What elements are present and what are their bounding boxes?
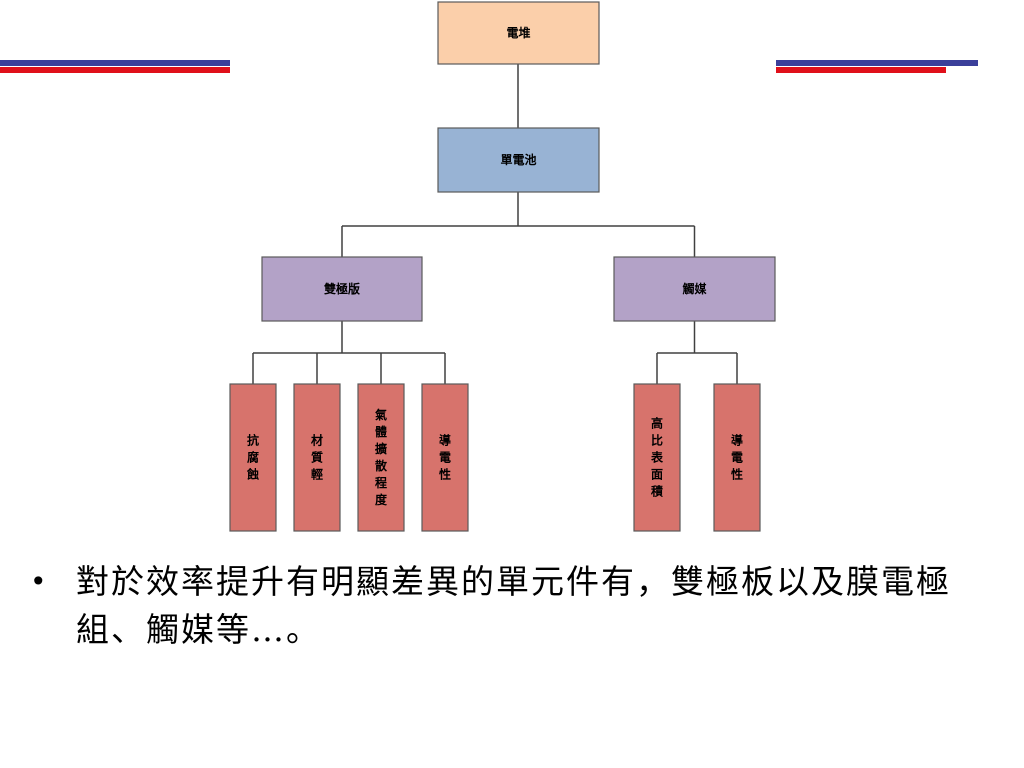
- node-leaf-0-1: 材質輕: [293, 383, 341, 532]
- node-leaf-1-0-label: 高比表面積: [650, 416, 664, 499]
- node-leaf-0-2: 氣體擴散程度: [357, 383, 405, 532]
- node-leaf-0-3: 導電性: [421, 383, 469, 532]
- node-leaf-0-3-label: 導電性: [438, 433, 451, 482]
- node-leaf-1-1: 導電性: [713, 383, 761, 532]
- node-leaf-0-2-label: 氣體擴散程度: [375, 407, 388, 507]
- node-leaf-0-1-box: [293, 383, 341, 532]
- node-leaf-1-1-box: [713, 383, 761, 532]
- node-level2-1: 觸媒: [613, 256, 776, 322]
- node-leaf-0-2-box: [357, 383, 405, 532]
- right-blue-bar: [776, 60, 978, 66]
- bullet-marker: •: [30, 565, 49, 598]
- node-root: 電堆: [437, 1, 600, 65]
- connector-lines: [252, 64, 738, 384]
- node-root-box: [437, 1, 600, 65]
- node-level2-1-box: [613, 256, 776, 322]
- node-level1-label: 單電池: [500, 152, 536, 167]
- right-red-bar: [776, 67, 946, 73]
- node-leaf-1-1-label: 導電性: [730, 433, 743, 482]
- bullet-text: 對於效率提升有明顯差異的單元件有，雙極板以及膜電極組、觸媒等…。: [76, 562, 951, 649]
- node-level2-0-box: [261, 256, 423, 322]
- node-leaf-1-0-box: [633, 383, 681, 532]
- node-leaf-0-0-label: 抗腐蝕: [246, 433, 259, 482]
- node-level2-1-label: 觸媒: [682, 281, 707, 296]
- node-root-label: 電堆: [506, 25, 530, 40]
- node-leaf-0-0-box: [229, 383, 277, 532]
- bullet-list: • 對於效率提升有明顯差異的單元件有，雙極板以及膜電極組、觸媒等…。: [30, 558, 990, 654]
- left-blue-bar: [0, 60, 230, 66]
- node-level1-box: [437, 127, 600, 193]
- node-leaf-0-3-box: [421, 383, 469, 532]
- node-level1: 單電池: [437, 127, 600, 193]
- node-level2-0: 雙極版: [261, 256, 423, 322]
- left-red-bar: [0, 67, 230, 73]
- node-leaf-0-0: 抗腐蝕: [229, 383, 277, 532]
- node-leaf-1-0: 高比表面積: [633, 383, 681, 532]
- node-leaf-0-1-label: 材質輕: [310, 433, 323, 482]
- node-level2-0-label: 雙極版: [324, 281, 360, 296]
